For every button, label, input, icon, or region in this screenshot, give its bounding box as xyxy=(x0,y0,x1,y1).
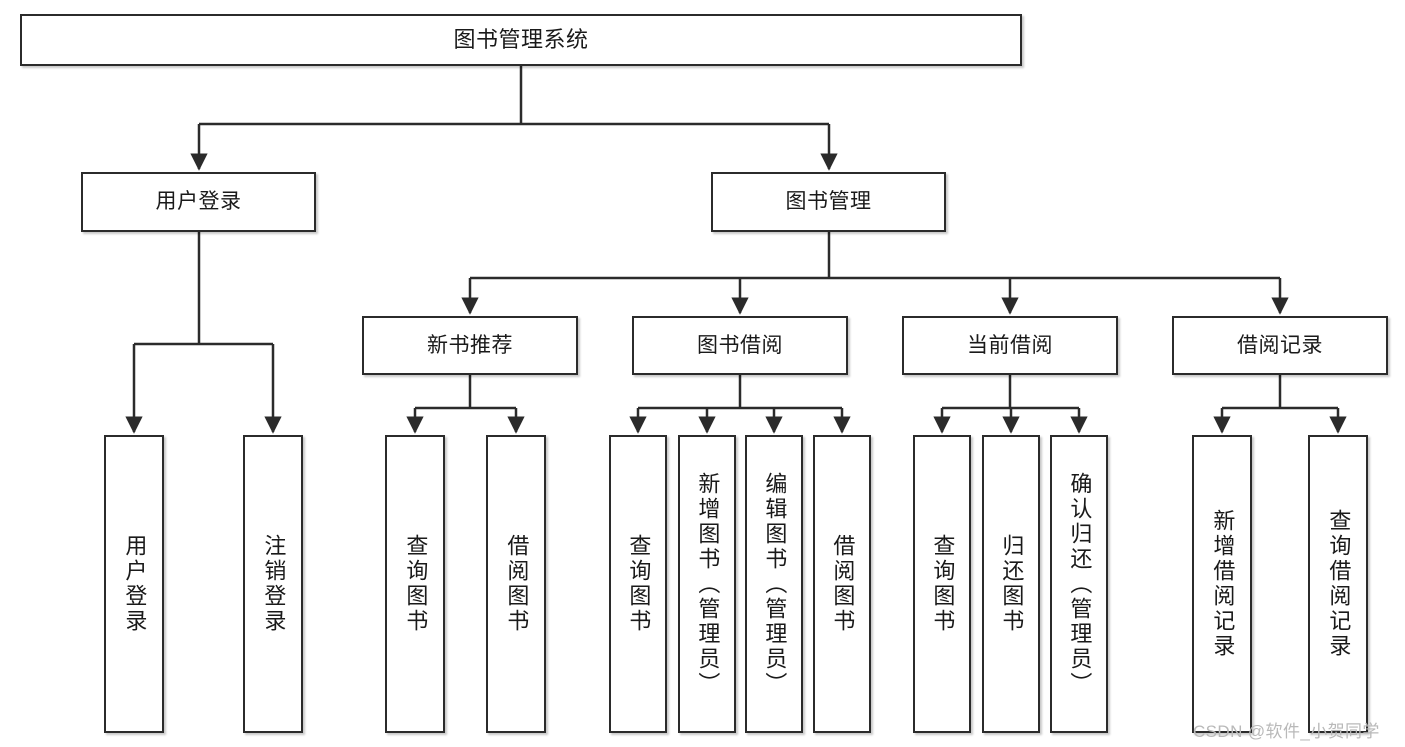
node-leaf-query-borrow-record[interactable]: 查询借阅记录 xyxy=(1308,435,1368,733)
node-leaf-query-book-cur[interactable]: 查询图书 xyxy=(913,435,971,733)
node-label: 新增借阅记录 xyxy=(1210,509,1236,659)
node-label: 借阅图书 xyxy=(830,534,856,634)
watermark-text: CSDN @软件_小贺同学 xyxy=(1193,722,1380,741)
node-label: 图书借阅 xyxy=(697,333,783,357)
node-leaf-return-book[interactable]: 归还图书 xyxy=(982,435,1040,733)
node-leaf-add-borrow-record[interactable]: 新增借阅记录 xyxy=(1192,435,1252,733)
node-new-book-recommend[interactable]: 新书推荐 xyxy=(362,316,578,375)
node-label: 编辑图书（管理员） xyxy=(762,471,788,697)
node-label: 确认归还（管理员） xyxy=(1067,471,1093,697)
node-label: 查询借阅记录 xyxy=(1326,509,1352,659)
node-book-manage[interactable]: 图书管理 xyxy=(711,172,946,232)
node-leaf-confirm-return-admin[interactable]: 确认归还（管理员） xyxy=(1050,435,1108,733)
node-label: 注销登录 xyxy=(261,534,287,634)
node-label: 用户登录 xyxy=(155,190,242,214)
node-leaf-borrow-book[interactable]: 借阅图书 xyxy=(813,435,871,733)
node-label: 借阅图书 xyxy=(504,534,530,634)
node-current-borrow[interactable]: 当前借阅 xyxy=(902,316,1118,375)
node-leaf-add-book-admin[interactable]: 新增图书（管理员） xyxy=(678,435,736,733)
node-label: 图书管理 xyxy=(785,190,872,214)
node-label: 归还图书 xyxy=(999,534,1025,634)
node-leaf-edit-book-admin[interactable]: 编辑图书（管理员） xyxy=(745,435,803,733)
node-leaf-user-login[interactable]: 用户登录 xyxy=(104,435,164,733)
node-label: 新书推荐 xyxy=(427,333,513,357)
node-leaf-borrow-book-rec[interactable]: 借阅图书 xyxy=(486,435,546,733)
node-leaf-query-book[interactable]: 查询图书 xyxy=(609,435,667,733)
node-label: 查询图书 xyxy=(930,534,956,634)
node-user-login[interactable]: 用户登录 xyxy=(81,172,316,232)
node-label: 用户登录 xyxy=(122,534,148,634)
node-label: 当前借阅 xyxy=(967,333,1053,357)
node-borrow-record[interactable]: 借阅记录 xyxy=(1172,316,1388,375)
node-label: 借阅记录 xyxy=(1237,333,1323,357)
node-label: 查询图书 xyxy=(626,534,652,634)
node-root[interactable]: 图书管理系统 xyxy=(20,14,1022,66)
node-label: 新增图书（管理员） xyxy=(695,471,721,697)
node-leaf-query-book-rec[interactable]: 查询图书 xyxy=(385,435,445,733)
node-label: 图书管理系统 xyxy=(453,26,589,52)
node-label: 查询图书 xyxy=(403,534,429,634)
node-book-borrow[interactable]: 图书借阅 xyxy=(632,316,848,375)
node-leaf-logout[interactable]: 注销登录 xyxy=(243,435,303,733)
